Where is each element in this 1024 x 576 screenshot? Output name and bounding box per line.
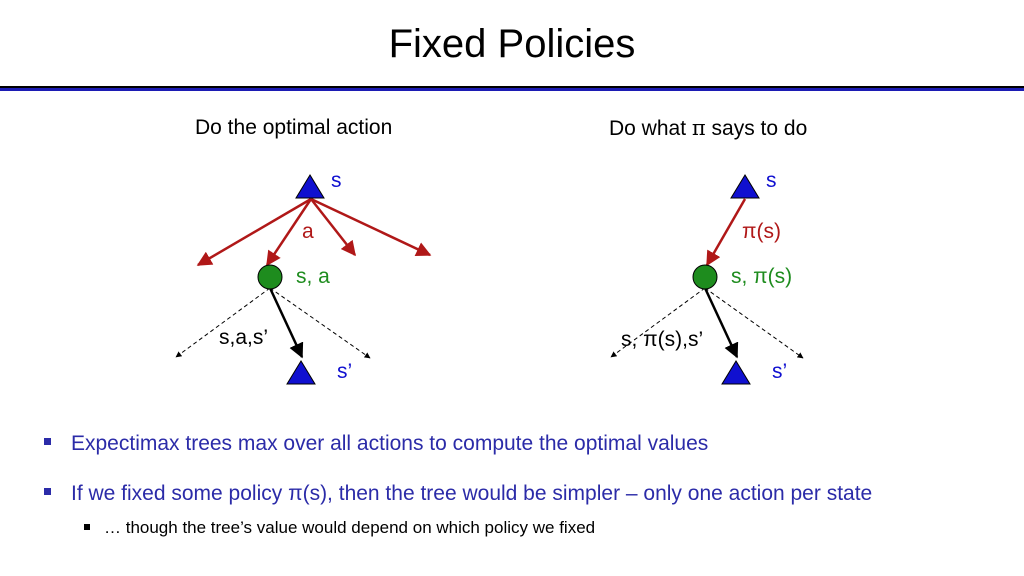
right-chance-label: s, π(s) bbox=[731, 265, 792, 288]
right-heading-suffix: says to do bbox=[705, 117, 808, 140]
right-leaf-state-node bbox=[721, 360, 751, 385]
left-action-arrow-2 bbox=[265, 198, 313, 267]
right-heading: Do what π says to do bbox=[609, 116, 807, 141]
left-action-arrow-1 bbox=[196, 197, 312, 267]
sub-bullet-item: … though the tree’s value would depend o… bbox=[84, 518, 595, 538]
left-leaf-label: s’ bbox=[337, 360, 352, 383]
square-bullet-icon bbox=[44, 437, 51, 445]
left-transition-label: s,a,s’ bbox=[219, 326, 268, 349]
right-action-arrow bbox=[705, 198, 747, 267]
left-heading: Do the optimal action bbox=[195, 116, 393, 139]
left-transition-dashed-1 bbox=[175, 287, 271, 358]
page-title: Fixed Policies bbox=[388, 22, 636, 66]
left-transition-solid bbox=[268, 287, 304, 359]
left-chance-node bbox=[257, 264, 283, 290]
right-heading-pi: π bbox=[691, 116, 706, 140]
right-tree: s π(s) s, π(s) s, π(s),s’ s’ bbox=[610, 169, 804, 385]
right-heading-prefix: Do what bbox=[609, 117, 692, 140]
square-sub-bullet-icon bbox=[84, 523, 90, 530]
left-action-arrow-4 bbox=[310, 197, 432, 257]
right-root-state-node bbox=[730, 174, 760, 199]
policy-trees-diagram: s a s, a s,a,s’ s’ s π(s) s, π(s) s, π(s… bbox=[175, 169, 804, 385]
bullet-text-1: Expectimax trees max over all actions to… bbox=[71, 432, 709, 455]
left-tree: s a s, a s,a,s’ s’ bbox=[175, 169, 432, 385]
left-leaf-state-node bbox=[286, 360, 316, 385]
right-transition-label: s, π(s),s’ bbox=[621, 328, 703, 351]
left-action-arrow-3 bbox=[310, 198, 356, 257]
bullet-item-2: If we fixed some policy π(s), then the t… bbox=[44, 482, 872, 506]
bullet-text-2: If we fixed some policy π(s), then the t… bbox=[71, 482, 873, 505]
left-root-label: s bbox=[331, 169, 342, 192]
right-leaf-label: s’ bbox=[772, 360, 787, 383]
left-transition-dashed-2 bbox=[269, 287, 371, 359]
left-chance-label: s, a bbox=[296, 265, 330, 288]
right-transition-dashed-1 bbox=[610, 287, 706, 358]
square-bullet-icon bbox=[44, 487, 51, 495]
title-rule-accent bbox=[0, 88, 1024, 91]
right-root-label: s bbox=[766, 169, 777, 192]
left-action-label: a bbox=[302, 220, 314, 243]
bullet-item-1: Expectimax trees max over all actions to… bbox=[44, 432, 708, 456]
right-transition-solid bbox=[703, 287, 739, 359]
left-root-state-node bbox=[295, 174, 325, 199]
sub-bullet-text: … though the tree’s value would depend o… bbox=[104, 518, 596, 537]
right-chance-node bbox=[692, 264, 718, 290]
right-action-label: π(s) bbox=[742, 220, 781, 243]
right-transition-dashed-2 bbox=[704, 287, 804, 359]
